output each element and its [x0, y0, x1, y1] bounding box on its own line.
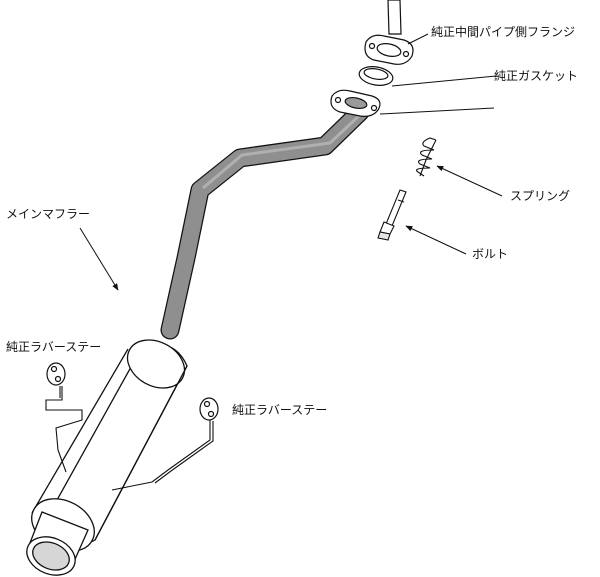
main-pipe: [160, 102, 370, 340]
center-pipe: [387, 0, 402, 35]
muffler-side-flange: [330, 89, 381, 117]
gasket-ring: [358, 66, 394, 86]
label-spring: スプリング: [510, 189, 571, 203]
bolt-part: [377, 189, 407, 241]
rubber-stay-left-part: [46, 362, 66, 386]
label-bolt: ボルト: [472, 247, 509, 261]
tail-pipe: [26, 511, 89, 576]
rubber-stay-right-part: [199, 397, 219, 421]
label-main-muffler: メインマフラー: [6, 207, 91, 221]
hanger-rods: [45, 386, 214, 491]
label-rubber-stay-right: 純正ラバーステー: [232, 403, 328, 417]
leader-lines: [79, 33, 503, 291]
label-gasket: 純正ガスケット: [494, 69, 579, 83]
spring-part: [415, 137, 437, 177]
center-pipe-flange: [364, 34, 414, 65]
label-rubber-stay-left: 純正ラバーステー: [6, 340, 102, 354]
label-center-pipe-flange: 純正中間パイプ側フランジ: [431, 25, 576, 39]
